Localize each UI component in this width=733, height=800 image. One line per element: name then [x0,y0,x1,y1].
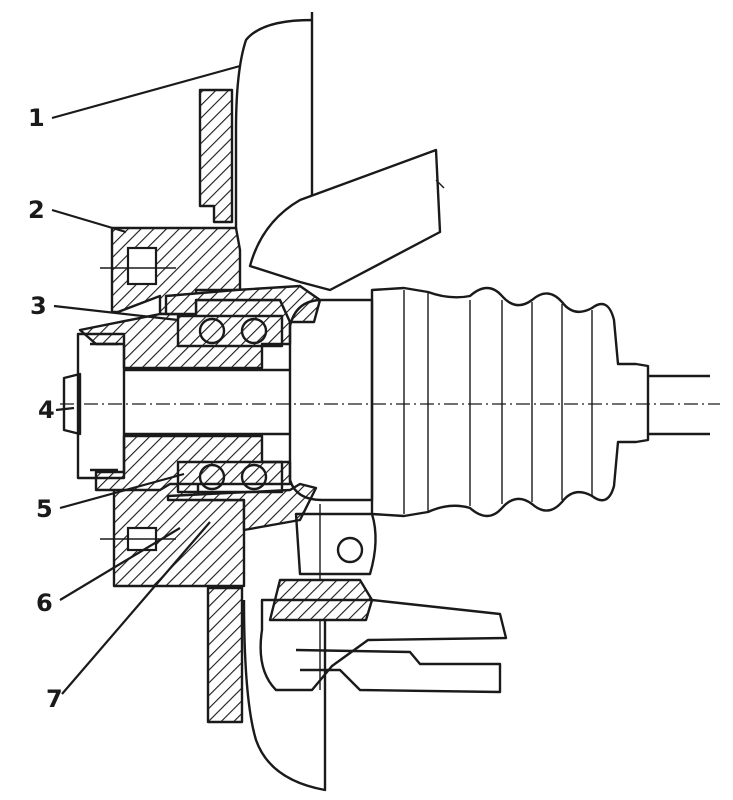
knuckle-outline [234,12,314,250]
bearing-lower [176,460,284,494]
ball-joint [268,504,377,690]
leader-line-3 [53,304,179,322]
leader-line-5 [59,472,185,510]
callout-4: 4 [38,396,55,424]
callout-3: 3 [30,292,47,320]
boot-ribs [403,290,593,514]
drive-shaft [648,374,710,436]
callout-5: 5 [36,495,53,523]
callout-7: 7 [46,685,63,713]
hub-nut [76,332,126,480]
brake-disc-lower [206,586,244,724]
leader-line-2 [51,208,127,234]
callout-6: 6 [36,589,53,617]
wheel-bolt-upper [126,246,158,286]
suspension-strut [248,148,442,292]
tie-rod [259,598,508,692]
callout-2: 2 [28,196,45,224]
nut-cap [62,372,82,436]
brake-disc-upper [198,88,234,224]
tie-rod-arm [295,648,502,694]
knuckle-outline-lower [242,599,327,792]
axle-bore [124,368,290,436]
callout-1: 1 [28,104,45,132]
leader-line-7 [61,521,211,695]
cv-joint-housing [288,298,374,502]
leader-line-1 [51,64,241,120]
cv-boot [370,286,650,518]
leader-line-4 [55,406,75,412]
leader-line-6 [59,527,181,601]
bearing-upper [176,314,284,348]
